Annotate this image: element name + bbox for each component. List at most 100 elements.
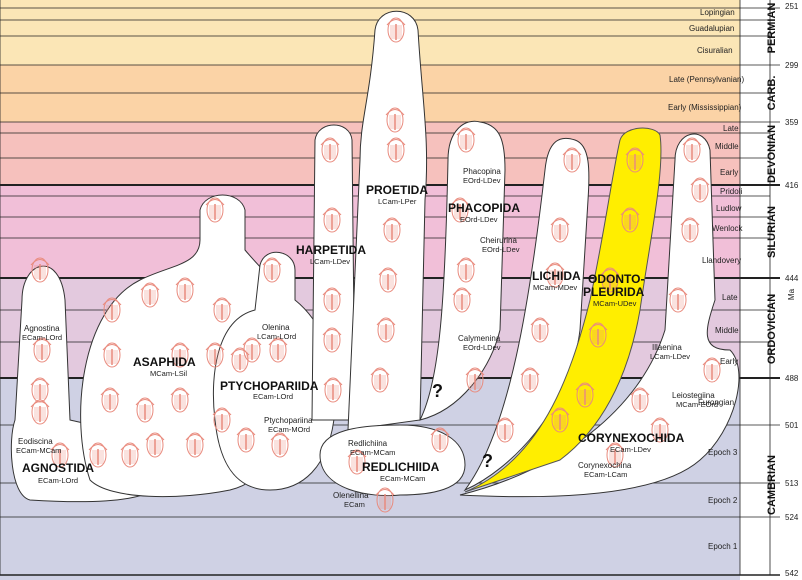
trilobite-icon [236,427,256,453]
period-ordovician: ORDOVICIAN [766,293,778,365]
trilobite-icon [268,337,288,363]
trilobite-icon [456,257,476,283]
trilobite-icon [30,399,50,425]
leiostegiina-label: Leiostegiina [672,391,715,400]
olenina-label: Olenina [262,323,290,332]
odontopleurida-order-label-2: PLEURIDA [583,285,645,299]
tick-513: 513 [785,479,799,488]
trilobite-icon [376,317,396,343]
trilobite-icon [140,282,160,308]
clade-harpetida-shape [311,124,356,421]
asaphida-range: MCam-LSil [150,369,188,378]
tick-488: 488 [785,374,799,383]
trilobite-icon [588,322,608,348]
trilobite-icon [702,357,722,383]
trilobite-icon [430,427,450,453]
trilobite-icon [668,287,688,313]
epoch-llandovery: Llandovery [702,256,742,265]
tick-501: 501 [785,421,799,430]
trilobite-icon [102,297,122,323]
tick-251: 251 [785,2,799,11]
trilobite-icon [170,342,190,368]
corynexochida-range: ECam-LDev [610,445,651,454]
trilobite-icon [600,267,620,293]
epoch-cisuralian: Cisuralian [697,46,733,55]
trilobite-icon [520,367,540,393]
cheirurina-range: EOrd-LDev [482,245,520,254]
epoch-furongian: Furongian [698,398,735,407]
harpetida-range: LCam-LDev [310,257,351,266]
trilobite-icon [456,127,476,153]
illaenina-range: LCam-LDev [650,352,691,361]
ma-axis-label: Ma [787,288,797,301]
proetida-range: LCam-LPer [378,197,417,206]
epoch-cambrian-3: Epoch 3 [708,448,738,457]
olenellina-label: Olenellina [333,491,369,500]
leiostegiina-range: MCam-EOrd [676,400,719,409]
trilobite-icon [322,207,342,233]
epoch-devonian-early: Early [720,168,739,177]
trilobite-icon [102,342,122,368]
trilobite-icon [212,407,232,433]
epoch-ordovician-late: Late [722,293,738,302]
agnostida-range: ECam-LOrd [38,476,79,485]
trilobite-icon [185,432,205,458]
agnostina-range: ECam-LOrd [22,333,63,342]
epoch-guadalupian: Guadalupian [689,24,735,33]
trilobite-icon [452,287,472,313]
trilobite-icon [550,407,570,433]
trilobite-icon [682,137,702,163]
trilobite-icon [650,417,670,443]
agnostida-order-label: AGNOSTIDA [22,461,94,475]
tick-416: 416 [785,181,799,190]
tick-524: 524 [785,513,799,522]
question-mark-1: ? [432,381,443,401]
trilobite-icon [120,442,140,468]
trilobite-icon [625,147,645,173]
trilobite-icon [545,262,565,288]
tick-299: 299 [785,61,799,70]
trilobite-icon [205,197,225,223]
clade-phacopida-shape [419,120,506,421]
trilobite-icon [270,432,290,458]
trilobite-icon [145,432,165,458]
harpetida-order-label: HARPETIDA [296,243,367,257]
phacopida-range: EOrd-LDev [460,215,498,224]
tick-444: 444 [785,274,799,283]
trilobite-icon [320,137,340,163]
trilobite-icon [370,367,390,393]
question-mark-2: ? [482,451,493,471]
calymenina-label: Calymenina [458,334,501,343]
epoch-late-pennsylvanian: Late (Pennsylvanian) [669,75,745,84]
trilobite-icon [562,147,582,173]
epoch-ordovician-middle: Middle [715,326,739,335]
period-devonian: DEVONIAN [766,124,778,184]
odontopleurida-order-label-1: ODONTO- [588,272,645,286]
odontopleurida-range: MCam-UDev [593,299,637,308]
phacopida-order-label: PHACOPIDA [448,201,521,215]
illaenina-label: Illaenina [652,343,682,352]
period-carboniferous: CARB. [766,75,778,111]
epoch-devonian-late: Late [723,124,739,133]
asaphida-order-label: ASAPHIDA [133,355,196,369]
epoch-devonian-middle: Middle [715,142,739,151]
trilobite-icon [242,337,262,363]
trilobite-illustrations [30,17,722,513]
trilobite-icon [375,487,395,513]
redlichiida-order-label: REDLICHIIDA [362,460,440,474]
trilobite-icon [530,317,550,343]
redlichiina-label: Redlichiina [348,439,388,448]
agnostina-label: Agnostina [24,324,60,333]
phacopina-range: EOrd-LDev [463,176,501,185]
clade-corynexochida-shape [459,133,740,498]
trilobite-icon [680,217,700,243]
proetida-order-label: PROETIDA [366,183,429,197]
epoch-wenlock: Wenlock [712,224,743,233]
eodiscina-range: ECam-MCam [16,446,62,455]
trilobite-icon [382,217,402,243]
period-silurian: SILURIAN [766,206,778,258]
trilobite-icon [322,287,342,313]
redlichiina-range: ECam-MCam [350,448,396,457]
epoch-cambrian-2: Epoch 2 [708,496,738,505]
epoch-pridoli: Pridoli [720,187,743,196]
